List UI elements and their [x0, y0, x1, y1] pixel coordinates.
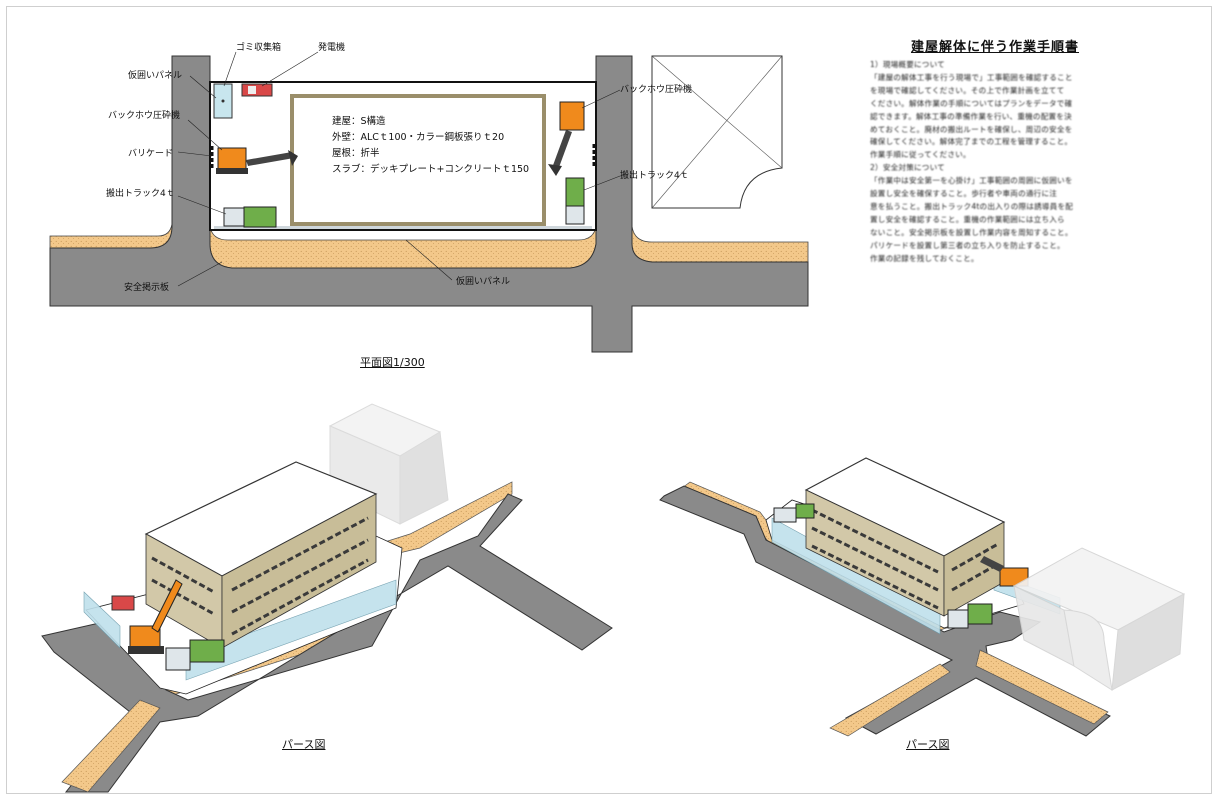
sidewalk-left [49, 223, 173, 249]
persp-right-sidewalk-bottom [975, 649, 1109, 725]
persp-right-truck-2 [773, 503, 815, 523]
persp-left-excavator [128, 579, 183, 654]
document-body: 1）現場概要について 「建屋の解体工事を行う現場で」工事範囲を確認すること を現… [870, 60, 1074, 263]
perspective-right-caption: パース図 [906, 738, 950, 751]
site-fence-bottom [214, 226, 592, 229]
leader-lines [177, 51, 621, 287]
plan-view [49, 51, 809, 353]
truck-left [223, 206, 277, 228]
label-backhoe-left: バックホウ圧砕機 [108, 109, 180, 121]
sidewalk-right [631, 225, 809, 263]
building-spec-list: 建屋：S構造 外壁：ALCｔ100・カラー鋼板張りｔ20 屋根：折半 スラブ：デ… [332, 115, 529, 175]
label-truck-right: 搬出トラック4ｔ [620, 169, 689, 181]
spec-slab: スラブ：デッキプレート+コンクリートｔ150 [332, 163, 529, 175]
persp-left-road [41, 493, 613, 793]
label-backhoe-right: バックホウ圧砕機 [620, 83, 692, 95]
label-panel-left: 仮囲いパネル [128, 69, 182, 81]
perspective-right [659, 457, 1186, 737]
persp-left-generator [111, 595, 135, 611]
generator [241, 83, 273, 97]
persp-left-sidewalk-bottom [61, 699, 161, 793]
label-generator: 発電機 [318, 41, 345, 53]
plan-building [290, 94, 546, 226]
persp-right-neighbour [1012, 547, 1186, 692]
label-garbage-box: ゴミ収集箱 [236, 41, 281, 53]
label-panel-bottom: 仮囲いパネル [456, 275, 510, 287]
perspective-left-caption: パース図 [282, 738, 326, 751]
sheet-frame [6, 6, 1212, 794]
spec-roof: 屋根：折半 [332, 147, 380, 159]
plan-caption: 平面図1/300 [360, 356, 425, 369]
persp-left-neighbour [328, 403, 449, 525]
spec-exterior-wall: 外壁：ALCｔ100・カラー鋼板張りｔ20 [332, 131, 504, 143]
persp-right-excavator [980, 556, 1029, 587]
document-title: 建屋解体に伴う作業手順書 [910, 40, 1079, 55]
persp-left-fence-side [83, 591, 121, 649]
truck-right [565, 177, 585, 225]
procedure-document: 建屋解体に伴う作業手順書 1）現場概要について 「建屋の解体工事を行う現場で」工… [870, 36, 1120, 266]
backhoe-left [216, 147, 298, 174]
spec-structure: 建屋：S構造 [332, 115, 386, 127]
persp-right-sidewalk-left [829, 663, 951, 737]
label-safety-sign: 安全掲示板 [124, 281, 169, 293]
persp-right-windows [811, 508, 999, 610]
plan-road [49, 55, 809, 353]
label-barricade: バリケード [128, 148, 173, 159]
label-truck-left: 搬出トラック4ｔ [106, 187, 175, 199]
backhoe-right [548, 101, 585, 176]
persp-left-truck [165, 639, 225, 671]
perspective-left [41, 403, 613, 793]
sidewalk-center [209, 225, 597, 269]
persp-left-windows [151, 516, 369, 636]
persp-right-truck [947, 603, 993, 629]
